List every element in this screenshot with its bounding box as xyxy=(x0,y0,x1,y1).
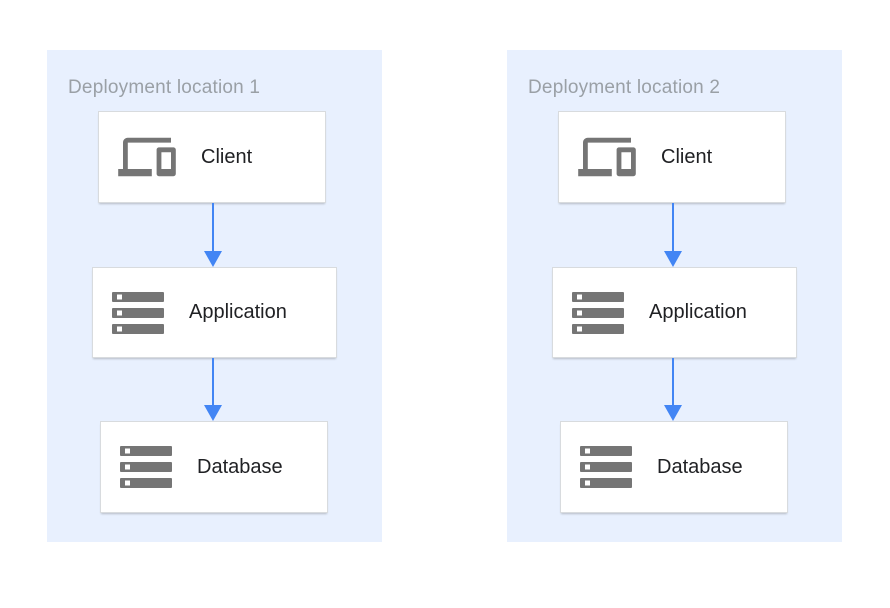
panel-title: Deployment location 2 xyxy=(528,77,721,98)
application-node: Application xyxy=(552,267,797,358)
arrow-stem xyxy=(672,358,674,406)
node-label: Application xyxy=(189,301,287,323)
node-label: Client xyxy=(661,145,713,168)
arrow-application-to-database xyxy=(204,358,222,421)
arrow-stem xyxy=(212,203,214,252)
deployment-panel-2: Deployment location 2 Client xyxy=(507,50,842,542)
arrow-client-to-application xyxy=(664,203,682,267)
database-node: Database xyxy=(100,421,328,513)
devices-icon xyxy=(578,133,636,181)
arrow-stem xyxy=(212,358,214,406)
arrow-head-icon xyxy=(664,405,682,421)
arrow-application-to-database xyxy=(664,358,682,421)
application-node: Application xyxy=(92,267,337,358)
panel-title: Deployment location 1 xyxy=(68,77,261,98)
arrow-head-icon xyxy=(204,405,222,421)
arrow-client-to-application xyxy=(204,203,222,267)
arrow-head-icon xyxy=(664,251,682,267)
server-stack-icon xyxy=(112,291,164,334)
arrow-head-icon xyxy=(204,251,222,267)
node-label: Client xyxy=(201,145,253,168)
database-node: Database xyxy=(560,421,788,513)
node-label: Database xyxy=(197,455,283,478)
devices-icon xyxy=(118,133,176,181)
node-label: Database xyxy=(657,455,743,478)
server-stack-icon xyxy=(580,446,632,488)
client-node: Client xyxy=(98,111,326,203)
server-stack-icon xyxy=(572,291,624,334)
arrow-stem xyxy=(672,203,674,252)
node-label: Application xyxy=(649,301,747,323)
server-stack-icon xyxy=(120,446,172,488)
deployment-panel-1: Deployment location 1 Client xyxy=(47,50,382,542)
client-node: Client xyxy=(558,111,786,203)
